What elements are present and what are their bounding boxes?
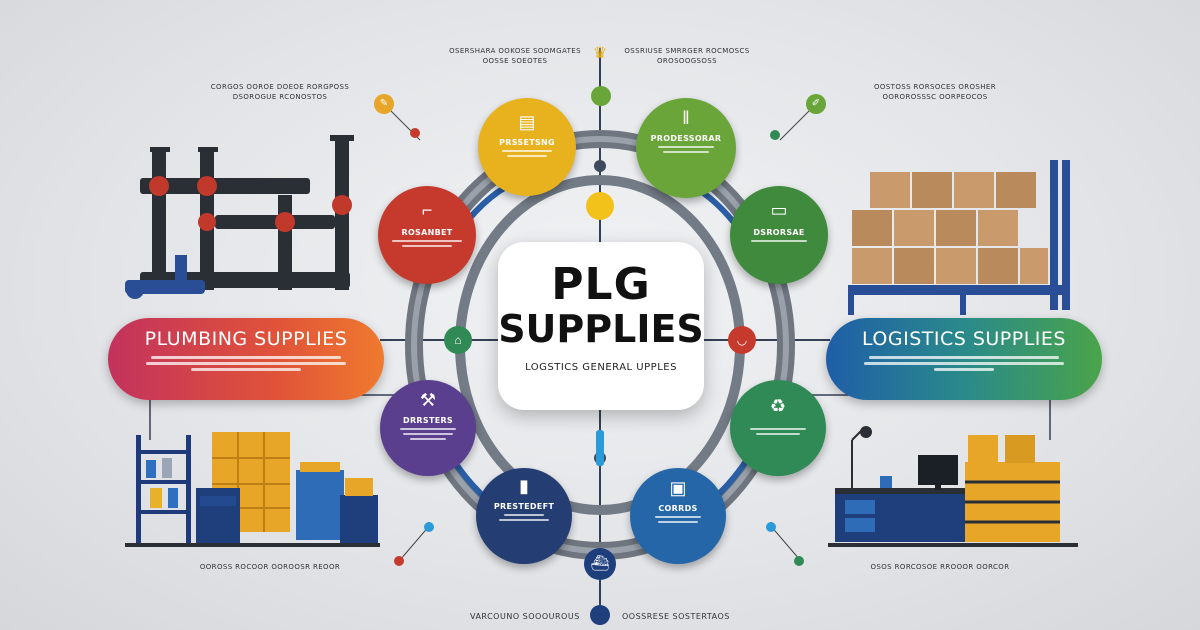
corner-label-bottom-right: OSOS RORCOSOE RROOOR OORCOR (870, 563, 1010, 571)
circle-bottom-blue: ▣ CORRDS (630, 468, 726, 564)
node-top-green-dot (591, 86, 611, 106)
workstation-illustration (828, 426, 1078, 547)
tools-icon: ▤ (518, 112, 536, 132)
logistics-supplies-title: LOGISTICS SUPPLIES (862, 328, 1066, 350)
node-bottom-ship-icon: ⛴ (584, 548, 616, 580)
brushes-icon: ǁ (682, 108, 690, 128)
node-bottomleft-dot-2 (424, 522, 434, 532)
storage-shelf-illustration (125, 432, 380, 547)
bottom-label-right: OOSSRESE SOSTERTAOS (622, 612, 730, 621)
device-icon: ▣ (669, 478, 687, 498)
center-subtitle: SUPPLIES (498, 307, 704, 351)
plumbing-supplies-title: PLUMBING SUPPLIES (144, 328, 348, 350)
top-label-left: OSERSHARA OOKOSE SOOMGATES OOSSE SOEOTES (449, 47, 581, 65)
logistics-supplies-banner: LOGISTICS SUPPLIES (826, 318, 1102, 400)
node-topleft-dot (410, 128, 420, 138)
node-top-trophy-icon: ♛ (592, 45, 608, 62)
faucet-icon: ⌐ (421, 200, 433, 220)
top-label-right: OSSRIUSE SMRRGER ROCMOSCS OROSOOGSOSS (624, 47, 750, 65)
node-bottomleft-dot (394, 556, 404, 566)
bathtub-icon: ▭ (770, 200, 788, 220)
logistics-supplies-text (826, 356, 1102, 371)
warehouse-boxes-illustration (848, 160, 1070, 315)
center-tagline: LOGSTICS GENERAL UPPLES (525, 362, 677, 373)
plumbing-supplies-banner: PLUMBING SUPPLIES (108, 318, 384, 400)
circle-top-yellow: ▤ PRSSETSNG (478, 98, 576, 196)
corner-label-top-left: CORGOS OOROE DOEOE RORGPOSS DSOROGUE RCO… (210, 83, 350, 101)
pipe-wrench-icon: ⚒ (419, 390, 437, 410)
circle-right-teal: ♻ (730, 380, 826, 476)
recycle-icon: ♻ (769, 396, 787, 416)
plumbing-pipes-illustration (125, 135, 354, 299)
node-left-faucet-icon: ⌂ (444, 326, 472, 354)
node-bottomright-dot-2 (766, 522, 776, 532)
circle-bottom-navy: ▮ PRESTEDEFT (476, 468, 572, 564)
circle-right-green: ▭ DSRORSAE (730, 186, 828, 284)
node-bottom-navy-dot (590, 605, 610, 625)
node-topleft-wrench-icon: ✎ (374, 94, 394, 114)
node-bottom-blue-bar (596, 430, 604, 466)
center-title: PLG (551, 259, 651, 310)
corner-label-top-right: OOSTOSS RORSOCES OROSHER OOROROSSSC OORP… (873, 83, 996, 101)
node-right-tub-icon: ◡ (728, 326, 756, 354)
node-topright-dot (770, 130, 780, 140)
circle-left-red: ⌐ ROSANBET (378, 186, 476, 284)
circle-top-green: ǁ PRODESSORAR (636, 98, 736, 198)
center-title-card: PLG SUPPLIES LOGSTICS GENERAL UPPLES (498, 242, 704, 410)
node-bottomright-dot (794, 556, 804, 566)
plumbing-supplies-text (108, 356, 384, 371)
node-topright-brush-icon: ✐ (806, 94, 826, 114)
corner-label-bottom-left: OOROSS ROCOOR OOROOSR REOOR (199, 563, 341, 571)
node-center-yellow-dot (586, 192, 614, 220)
bottom-label-left: VARCOUNO SOOOUROUS (470, 612, 580, 621)
bottle-icon: ▮ (519, 476, 529, 496)
circle-left-purple: ⚒ DRRSTERS (380, 380, 476, 476)
node-top-small-dot (594, 160, 606, 172)
